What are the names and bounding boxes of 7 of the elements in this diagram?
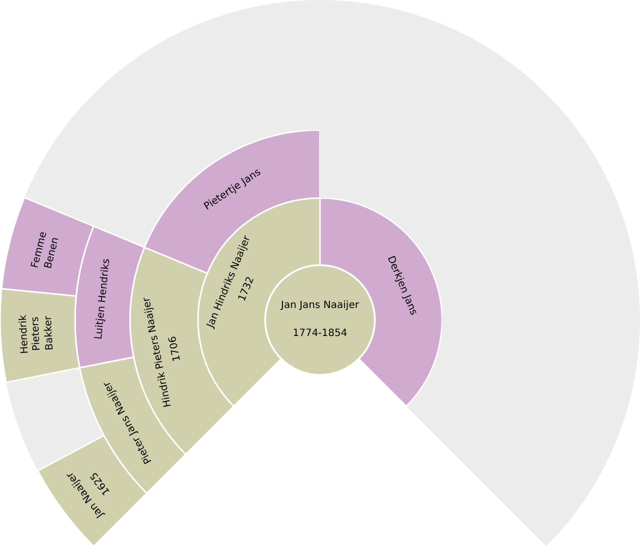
person-name: Jan Jans Naaijer: [281, 300, 359, 312]
person-name: Hendrik Pieters Bakker: [17, 314, 57, 356]
person-name: Luitjen Hendriks: [93, 258, 114, 340]
person-name: Femme Benen: [28, 229, 62, 272]
life-years: 1706: [167, 334, 184, 362]
life-years: 1774-1854: [292, 328, 348, 340]
life-years: 1732: [236, 276, 258, 304]
